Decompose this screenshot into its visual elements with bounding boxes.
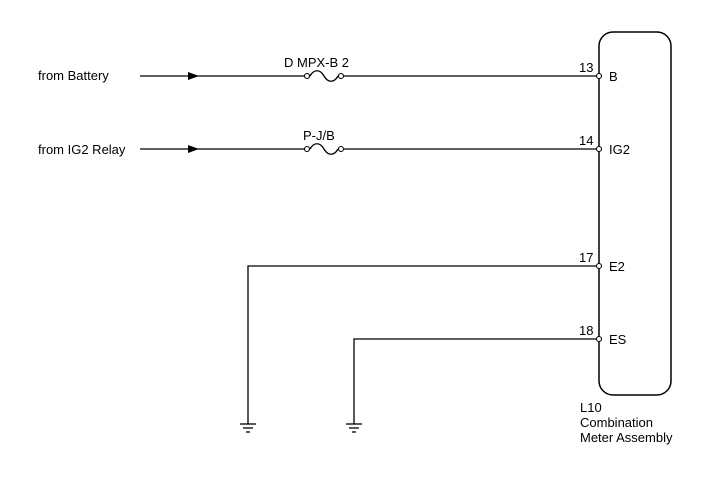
fuse-symbol-icon <box>309 70 339 82</box>
fuse-terminal-right <box>337 145 345 153</box>
ground-icon <box>240 423 256 433</box>
arrow-right-icon <box>188 145 199 153</box>
component-label: L10 Combination Meter Assembly <box>580 400 673 445</box>
component-code: L10 <box>580 400 602 415</box>
ground-icon <box>346 423 362 433</box>
pin-13-terminal <box>595 72 603 80</box>
pin-18-terminal <box>595 335 603 343</box>
pin-14-terminal <box>595 145 603 153</box>
fuse-symbol-icon <box>309 143 339 155</box>
circuit-es-ground: 18 ES <box>346 323 627 433</box>
component-name-line2: Meter Assembly <box>580 430 673 445</box>
pin-14-number: 14 <box>579 133 593 148</box>
pin-17-terminal <box>595 262 603 270</box>
pin-17-name: E2 <box>609 259 625 274</box>
input-label-battery: from Battery <box>38 68 109 83</box>
input-label-ig2-relay: from IG2 Relay <box>38 142 126 157</box>
fuse-terminal-right <box>337 72 345 80</box>
pin-18-name: ES <box>609 332 627 347</box>
circuit-battery: from Battery D MPX-B 2 13 B <box>38 55 618 84</box>
fuse-label-pjb: P-J/B <box>303 128 335 143</box>
fuse-terminal-left <box>303 72 311 80</box>
pin-14-name: IG2 <box>609 142 630 157</box>
circuit-e2-ground: 17 E2 <box>240 250 625 433</box>
wire-es <box>353 338 596 424</box>
fuse-label-mpx: D MPX-B 2 <box>284 55 349 70</box>
component-name-line1: Combination <box>580 415 653 430</box>
combination-meter-assembly <box>598 31 672 396</box>
pin-18-number: 18 <box>579 323 593 338</box>
pin-13-name: B <box>609 69 618 84</box>
circuit-ig2-relay: from IG2 Relay P-J/B 14 IG2 <box>38 128 630 157</box>
fuse-terminal-left <box>303 145 311 153</box>
wire-e2 <box>247 265 596 424</box>
arrow-right-icon <box>188 72 199 80</box>
pin-13-number: 13 <box>579 60 593 75</box>
pin-17-number: 17 <box>579 250 593 265</box>
